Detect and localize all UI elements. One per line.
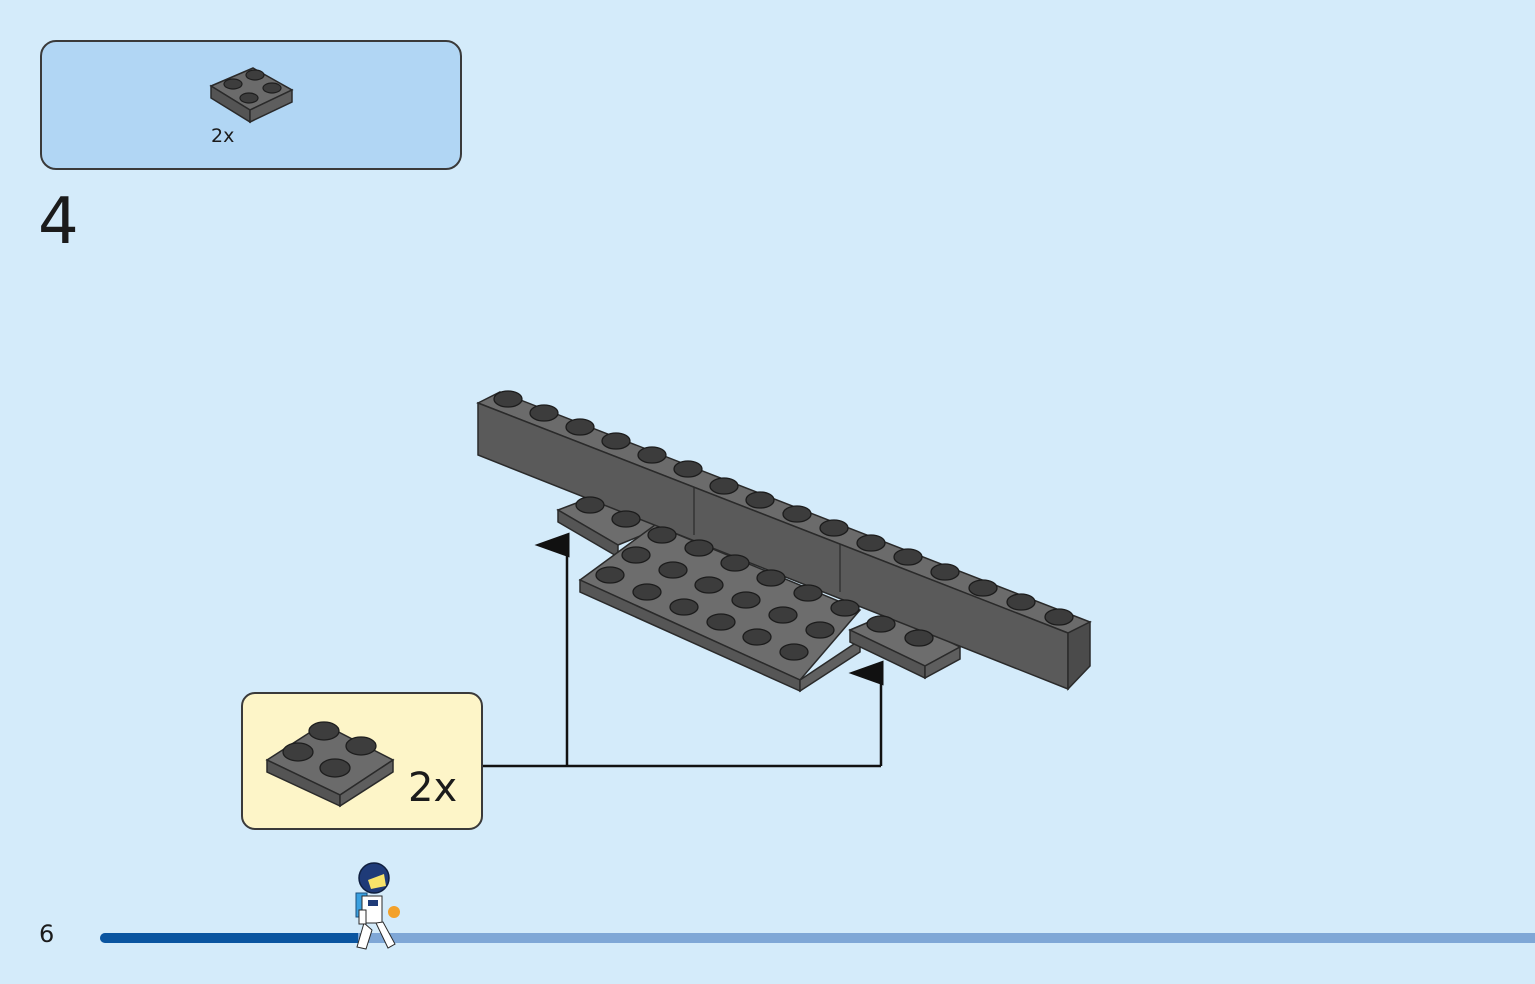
- subassembly-callout: [241, 692, 483, 830]
- astronaut-minifigure-icon: [355, 862, 400, 950]
- placement-arrows: [483, 532, 884, 768]
- progress-bar-fill: [100, 933, 359, 943]
- page-number: 6: [39, 920, 55, 948]
- brick-plate-2x2-icon: [209, 67, 294, 124]
- brick-plate-2x2-icon: [265, 721, 395, 808]
- subassembly-quantity: 2x: [408, 765, 458, 811]
- progress-bar: [100, 933, 1535, 943]
- step-number: 4: [38, 185, 79, 259]
- parts-list-quantity: 2x: [211, 125, 235, 147]
- brick-beam-model: [476, 390, 1092, 693]
